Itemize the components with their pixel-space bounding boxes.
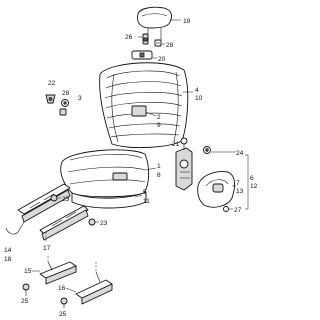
- fastener-22: [45, 94, 56, 104]
- bolt-23b: [88, 218, 96, 226]
- callout-26: 26: [125, 34, 133, 41]
- callout-3: 3: [78, 95, 82, 102]
- recliner-mechanism[interactable]: [175, 147, 193, 191]
- callout-24: 24: [236, 150, 244, 157]
- callout-7: 7: [236, 180, 240, 187]
- headrest[interactable]: [137, 6, 172, 40]
- callout-4: 4: [195, 87, 199, 94]
- callout-28: 28: [166, 42, 174, 49]
- callout-9: 9: [157, 122, 161, 129]
- callout-23a: 23: [62, 196, 70, 203]
- callout-28b: 28: [62, 90, 70, 97]
- cushion-frame: [71, 191, 147, 209]
- callout-2: 2: [157, 114, 161, 121]
- bolt-21: [180, 137, 188, 150]
- callout-6: 6: [250, 175, 254, 182]
- callout-12: 12: [250, 183, 258, 190]
- callout-19: 19: [183, 18, 191, 25]
- callout-16: 16: [58, 285, 66, 292]
- bolt-24: [203, 146, 211, 154]
- callout-10: 10: [195, 95, 203, 102]
- recliner-cover[interactable]: [197, 171, 236, 208]
- seat-back-tag: [131, 105, 147, 117]
- headrest-guide: [142, 33, 149, 45]
- clip-28: [61, 99, 69, 107]
- callout-27: 27: [234, 207, 242, 214]
- callout-14: 14: [4, 247, 12, 254]
- cushion-tag: [112, 172, 128, 181]
- headrest-holder: [131, 50, 153, 60]
- callout-18: 18: [4, 256, 12, 263]
- seat-parts-diagram: 19 26 28 20 2 9 4 10 22: [4, 6, 258, 318]
- callout-15: 15: [24, 268, 32, 275]
- callout-13: 13: [236, 188, 244, 195]
- callout-5: 5: [143, 189, 147, 196]
- callout-21: 21: [172, 141, 180, 148]
- bolt-25b: [60, 297, 68, 308]
- callout-23b: 23: [100, 220, 108, 227]
- callout-11: 11: [143, 198, 150, 205]
- callout-20: 20: [158, 56, 166, 63]
- seat-back[interactable]: [99, 62, 189, 148]
- callout-1: 1: [157, 163, 161, 170]
- callout-8: 8: [157, 172, 161, 179]
- nut-3: [59, 108, 67, 116]
- bolt-23a: [50, 194, 58, 202]
- seat-track-inner[interactable]: [39, 205, 89, 241]
- bolt-25a: [22, 283, 30, 296]
- headrest-lock: [154, 39, 162, 47]
- bracket-16: [75, 271, 113, 305]
- screw-27: [223, 206, 229, 212]
- callout-25a: 25: [21, 298, 29, 305]
- callout-25b: 25: [59, 311, 67, 318]
- bracket-15: [39, 261, 77, 285]
- callout-22: 22: [48, 80, 56, 87]
- callout-17: 17: [43, 245, 51, 252]
- seat-cushion[interactable]: [60, 149, 150, 198]
